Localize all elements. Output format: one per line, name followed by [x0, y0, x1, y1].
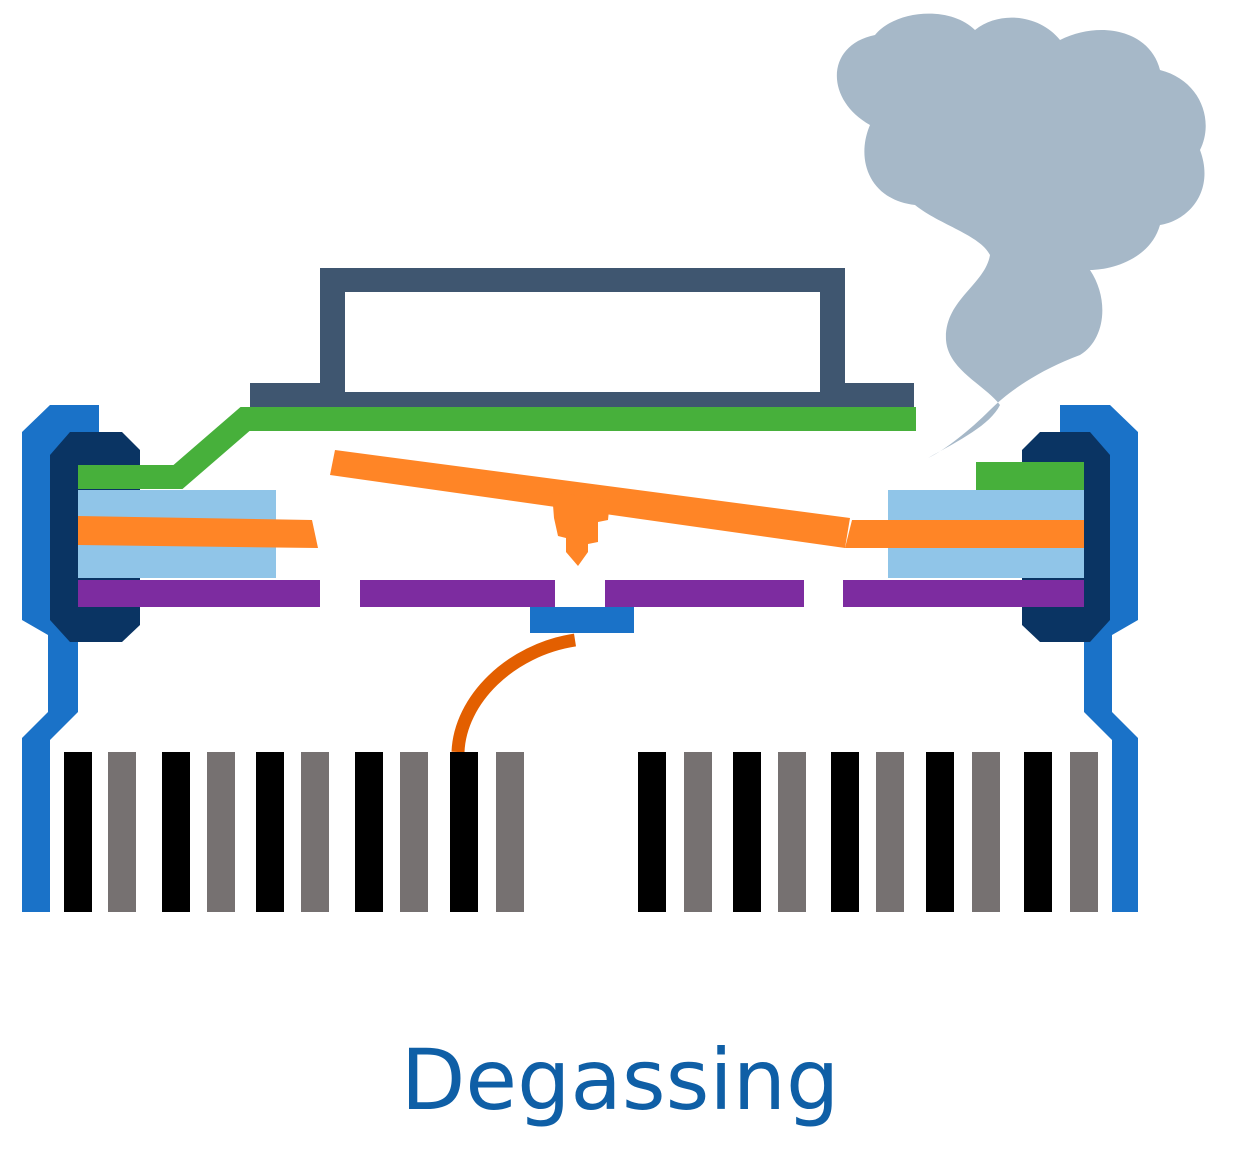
orange-layer-left — [78, 516, 318, 548]
smoke-cloud-icon — [836, 13, 1206, 459]
bar — [638, 752, 666, 912]
bar — [926, 752, 954, 912]
purple-layer-2 — [360, 580, 555, 607]
purple-layer-3 — [605, 580, 804, 607]
bond-wire — [451, 633, 577, 753]
bar — [831, 752, 859, 912]
bar — [450, 752, 478, 912]
bar — [64, 752, 92, 912]
bar — [1024, 752, 1052, 912]
caption-label: Degassing — [400, 1031, 840, 1129]
cap-cavity — [345, 292, 820, 392]
orange-layer-right — [845, 520, 1084, 548]
bar — [1070, 752, 1098, 912]
bar-group-left — [64, 752, 524, 912]
bar — [256, 752, 284, 912]
green-layer-right — [976, 462, 1084, 492]
bar — [972, 752, 1000, 912]
bar-group-right — [638, 752, 1098, 912]
diaphragm-tip — [552, 492, 610, 566]
bar — [301, 752, 329, 912]
purple-layer-1 — [78, 580, 320, 607]
bar — [778, 752, 806, 912]
top-green-layer — [78, 407, 916, 489]
bar — [207, 752, 235, 912]
bar — [355, 752, 383, 912]
outer-frame-left — [22, 405, 99, 912]
contact-pad — [530, 607, 634, 633]
bar — [496, 752, 524, 912]
purple-layer-4 — [843, 580, 1084, 607]
bar — [876, 752, 904, 912]
bar — [162, 752, 190, 912]
bar — [400, 752, 428, 912]
outer-frame-right — [1060, 405, 1138, 912]
bar — [108, 752, 136, 912]
bar — [733, 752, 761, 912]
bar — [684, 752, 712, 912]
